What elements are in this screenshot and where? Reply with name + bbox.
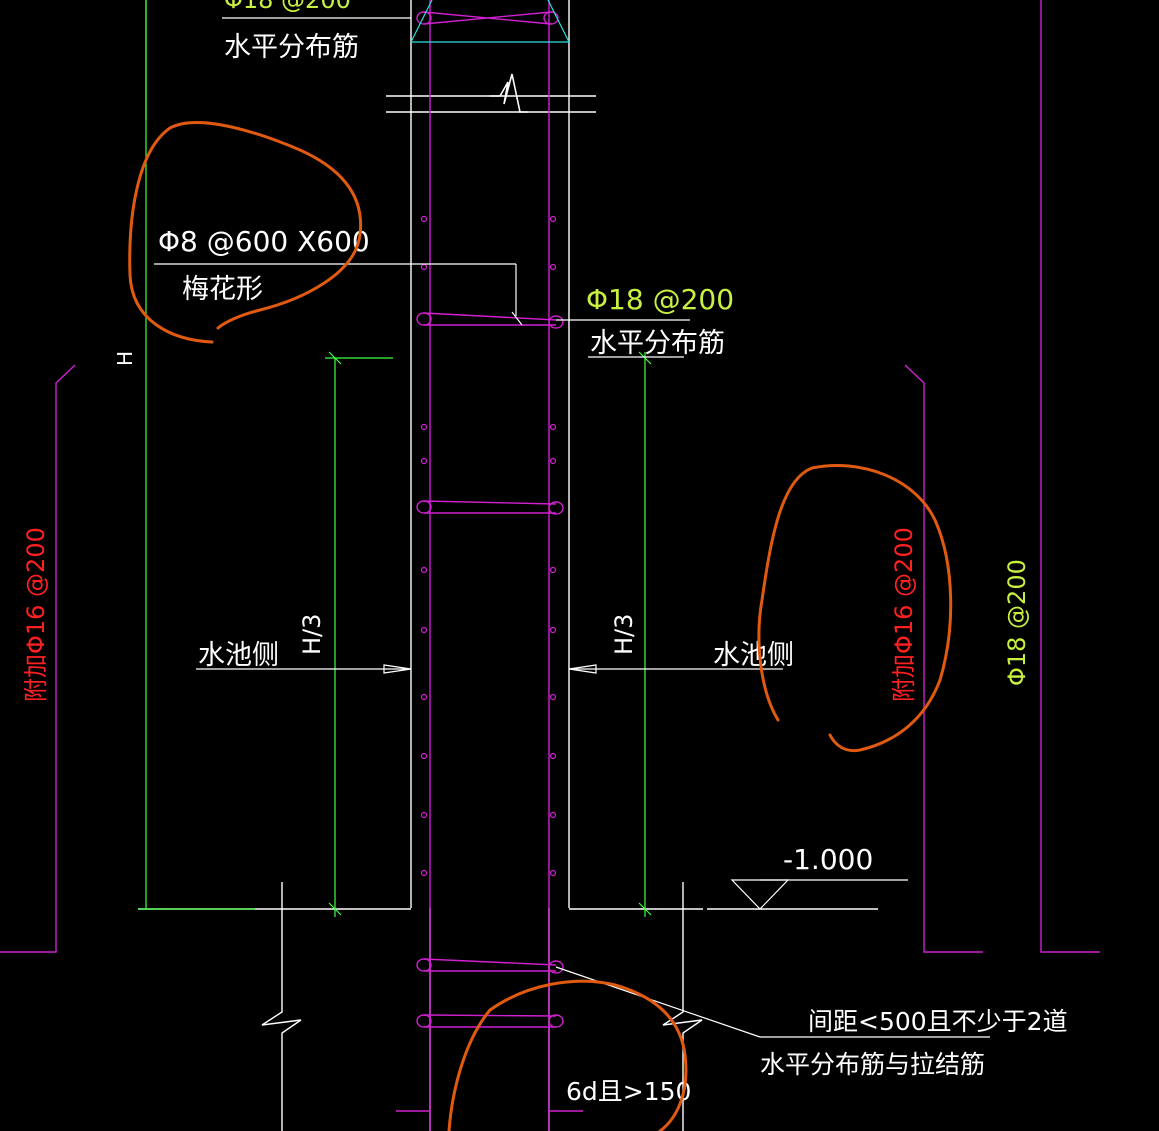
right-note-label: 水平分布筋 — [590, 328, 725, 359]
height-mark: H — [113, 351, 137, 366]
markup-circle-right — [757, 463, 953, 753]
left-third-label: H/3 — [298, 614, 326, 655]
left-pool-label: 水池侧 — [198, 640, 279, 671]
right-third-label: H/3 — [610, 614, 638, 655]
horizontal-ties — [416, 11, 564, 1028]
spacing-leader — [555, 966, 990, 1038]
pool-side-arrows — [196, 664, 783, 674]
spacing-note2-label: 水平分布筋与拉结筋 — [760, 1050, 985, 1079]
top-rebar-label: Φ18 @200 — [224, 0, 351, 14]
right-rebar-label: Φ18 @200 — [586, 283, 734, 316]
top-note-label: 水平分布筋 — [224, 32, 359, 63]
spacing-note-label: 间距<500且不少于2道 — [808, 1007, 1068, 1036]
anchor-note-label: 6d且>150 — [566, 1077, 691, 1106]
vertical-rebars — [0, 0, 1100, 1131]
right-pool-label: 水池侧 — [713, 640, 794, 671]
tie-pattern-label: 梅花形 — [182, 274, 263, 305]
markup-circle-tie — [128, 121, 363, 344]
elevation-label: -1.000 — [783, 843, 873, 876]
dimension-lines — [138, 120, 652, 917]
elevation-marker — [730, 879, 908, 910]
tie-spec-label: Φ8 @600 X600 — [158, 225, 370, 258]
left-extra-label: 附加Φ16 @200 — [22, 527, 50, 702]
right-extra-label: 附加Φ16 @200 — [890, 527, 918, 702]
rebar-dots — [420, 215, 557, 877]
markup-circles — [128, 121, 953, 1131]
tie-leader — [154, 17, 690, 358]
cyan-triangle — [411, 0, 570, 43]
markup-circle-bottom — [447, 979, 688, 1131]
far-right-rebar-label: Φ18 @200 — [1003, 559, 1031, 686]
